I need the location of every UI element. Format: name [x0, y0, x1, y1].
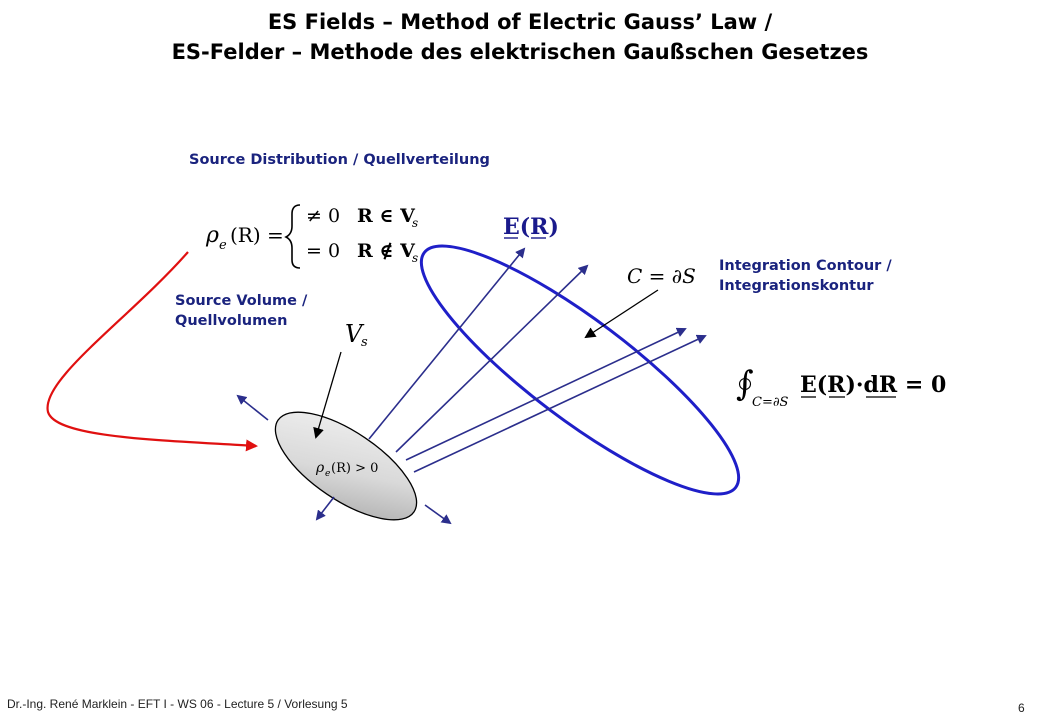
footer-text: Dr.-Ing. René Marklein - EFT I - WS 06 -…	[7, 697, 348, 711]
case2-condition: R ∉ V	[357, 240, 416, 262]
case1-sub: s	[412, 216, 418, 230]
integration-contour-ellipse	[419, 244, 741, 496]
case1-value: ≠ 0	[306, 205, 340, 227]
rho-argument: (R) =	[230, 223, 284, 247]
title-line-2: ES-Felder – Methode des elektrischen Gau…	[171, 40, 869, 64]
field-arrow-bottom	[315, 496, 335, 521]
field-arrow-bottom-right	[424, 504, 452, 525]
field-arrow-4	[413, 334, 707, 473]
source-volume-ellipse	[274, 411, 418, 521]
source-distribution-label: Source Distribution / Quellverteilung	[189, 152, 490, 168]
integration-contour-label-2: Integrationskontur	[719, 278, 874, 294]
case2-value: = 0	[306, 240, 340, 262]
field-label: E(R)	[503, 214, 559, 240]
vs-subscript: s	[361, 335, 368, 350]
integral-subscript: C=∂S	[752, 395, 789, 410]
rho-subscript: e	[219, 238, 227, 253]
case1-condition: R ∈ V	[357, 205, 416, 227]
case-brace	[284, 204, 301, 269]
vs-pointer-arrow	[313, 351, 342, 439]
source-volume-label-1: Source Volume /	[175, 293, 308, 309]
vs-label: V	[345, 320, 365, 348]
case2-sub: s	[412, 251, 418, 265]
field-arrow-2	[395, 264, 589, 453]
integral-body: E(R)·dR = 0	[800, 372, 946, 398]
inside-rho-sub: e	[325, 469, 330, 479]
field-arrow-upper-left	[236, 394, 269, 421]
rho-symbol: ρ	[205, 223, 219, 248]
source-volume-label-2: Quellvolumen	[175, 313, 288, 329]
integration-contour-label-1: Integration Contour /	[719, 258, 892, 274]
gauss-law-integral: ∫ C=∂S E(R)·dR = 0	[736, 364, 946, 410]
field-arrow-1	[368, 247, 526, 440]
page-number: 6	[1018, 701, 1025, 715]
integral-sign: ∫	[736, 364, 754, 404]
contour-pointer-arrow	[584, 289, 659, 339]
contour-label: C = ∂S	[627, 264, 696, 288]
source-distribution-formula: ρ e (R) = ≠ 0 R ∈ V s = 0 R ∉ V s	[205, 204, 418, 269]
inside-rho: ρ	[315, 460, 325, 476]
red-connection-arrow	[46, 251, 258, 452]
field-arrow-3	[405, 327, 687, 461]
field-arrows	[236, 247, 707, 525]
inside-rest: (R) > 0	[331, 461, 378, 476]
title-line-1: ES Fields – Method of Electric Gauss’ La…	[267, 10, 773, 34]
contour-integral-ring	[738, 377, 752, 391]
